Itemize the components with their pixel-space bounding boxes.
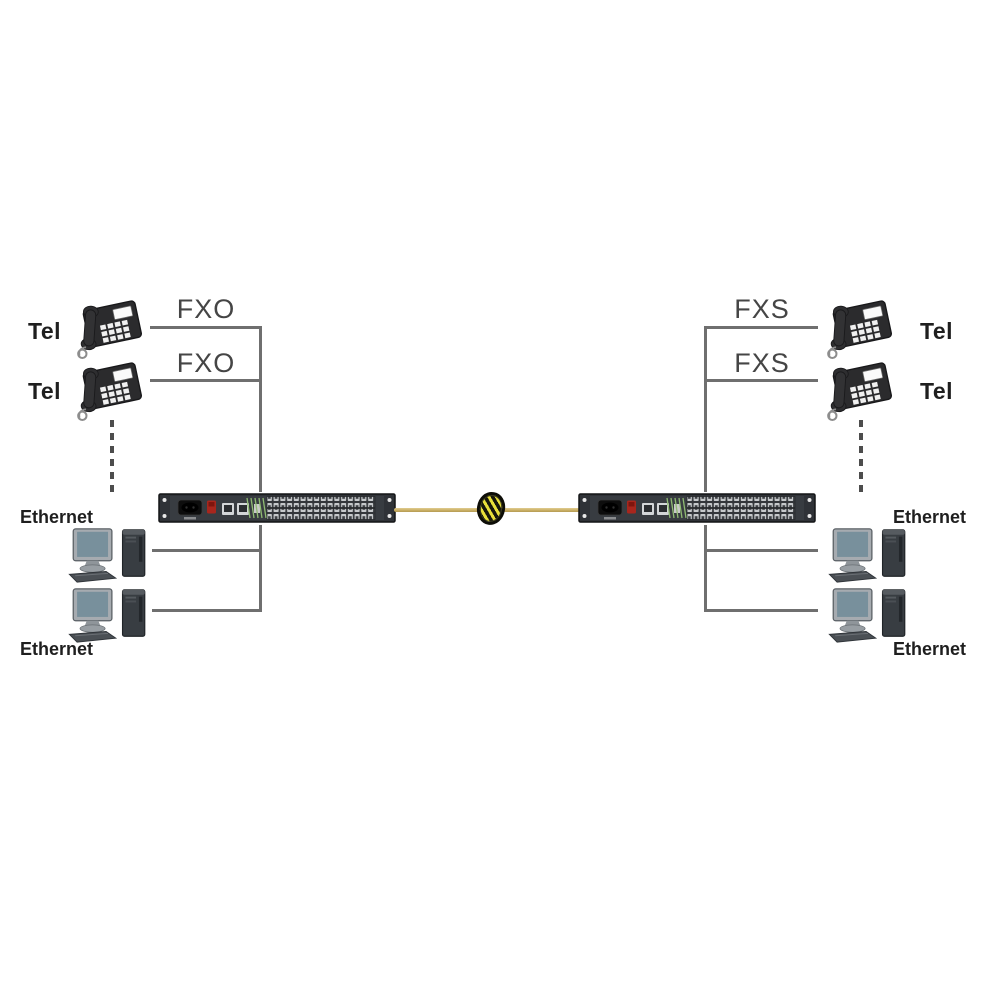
tel-label-left-1: Tel <box>28 318 62 344</box>
fiber-multiplexer-left <box>158 491 396 525</box>
computer-icon-right-1 <box>826 526 912 584</box>
tel-label-right-1: Tel <box>920 318 954 344</box>
fxo-line-1 <box>150 326 262 329</box>
ethernet-bus-line-right <box>704 525 707 612</box>
ethernet-line-right-2 <box>706 609 818 612</box>
telephone-icon-right-1 <box>824 294 898 360</box>
ethernet-line-left-1 <box>152 549 262 552</box>
ethernet-line-right-1 <box>706 549 818 552</box>
tel-label-right-2: Tel <box>920 378 954 404</box>
computer-icon-left-1 <box>66 526 152 584</box>
ethernet-label-left-1: Ethernet <box>20 507 94 527</box>
ethernet-label-right-1: Ethernet <box>893 507 967 527</box>
computer-icon-right-2 <box>826 586 912 644</box>
telephone-icon-left-2 <box>74 356 148 422</box>
fxo-label-2: FXO <box>176 348 236 378</box>
ethernet-label-right-2: Ethernet <box>893 639 967 659</box>
phone-bus-line-left <box>259 326 262 492</box>
fxo-label-1: FXO <box>176 294 236 324</box>
more-phones-ellipsis-right <box>859 420 863 493</box>
ethernet-label-left-2: Ethernet <box>20 639 94 659</box>
telephone-icon-left-1 <box>74 294 148 360</box>
fxs-label-2: FXS <box>734 348 790 378</box>
fiber-spool-icon <box>474 490 508 527</box>
fiber-multiplexer-right <box>578 491 816 525</box>
fxs-line-2 <box>706 379 818 382</box>
phone-bus-line-right <box>704 326 707 492</box>
computer-icon-left-2 <box>66 586 152 644</box>
ethernet-bus-line-left <box>259 525 262 612</box>
tel-label-left-2: Tel <box>28 378 62 404</box>
telephone-icon-right-2 <box>824 356 898 422</box>
fxo-line-2 <box>150 379 262 382</box>
more-phones-ellipsis-left <box>110 420 114 493</box>
fxs-line-1 <box>706 326 818 329</box>
ethernet-line-left-2 <box>152 609 262 612</box>
fxs-label-1: FXS <box>734 294 790 324</box>
